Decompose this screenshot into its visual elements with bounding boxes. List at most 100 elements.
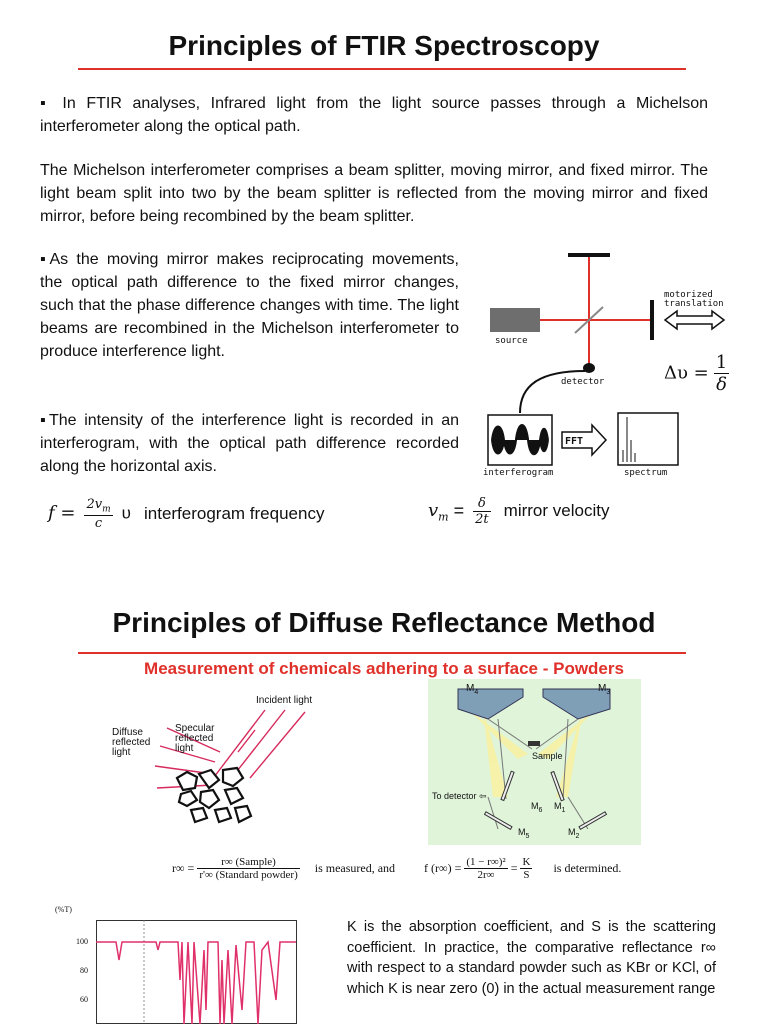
m2-label: M2 xyxy=(568,827,579,842)
detector-icon xyxy=(583,363,595,373)
motorized-label-line1: motorized xyxy=(664,290,713,300)
lhs-text: v xyxy=(428,500,439,522)
equation-mirror-velocity: vm = δ 2t mirror velocity xyxy=(428,496,609,527)
fraction-denominator: δ xyxy=(716,374,727,395)
diffuse-label-line: light xyxy=(112,747,131,758)
mirror-m5 xyxy=(483,811,513,831)
mirror-m2 xyxy=(578,811,608,831)
paragraph-moving-mirror: ▪As the moving mirror makes reciprocatin… xyxy=(40,248,459,363)
graph-tick-80: 80 xyxy=(80,966,88,975)
ks-numerator: K xyxy=(520,856,533,869)
equation-delta-v: Δυ = 1 δ xyxy=(664,352,730,395)
sample-label: Sample xyxy=(532,751,563,761)
ks-denominator: S xyxy=(523,869,530,881)
diffuse-ray xyxy=(166,727,221,753)
m1-text: M xyxy=(554,801,562,811)
specular-label-line: reflected xyxy=(175,733,214,744)
m2-text: M xyxy=(568,827,576,837)
m6-text: M xyxy=(531,801,539,811)
optics-drawing xyxy=(457,688,611,831)
mirror-m6 xyxy=(500,770,515,802)
paragraph-text: ▪ In FTIR analyses, Infrared light from … xyxy=(40,95,708,135)
motorized-label: motorized translation xyxy=(664,291,724,309)
powder-particle xyxy=(198,788,221,810)
page-title-diffuse: Principles of Diffuse Reflectance Method xyxy=(112,607,656,638)
r-inf-fraction: r∞ (Sample) r'∞ (Standard powder) xyxy=(197,856,300,881)
translation-arrow-icon xyxy=(663,309,726,331)
incident-light-label: Incident light xyxy=(256,695,313,706)
lhs-subscript: m xyxy=(438,510,449,524)
measured-text: is measured, and xyxy=(314,861,396,875)
beam-splitter xyxy=(574,306,604,334)
paragraph-text: The Michelson interferometer comprises a… xyxy=(40,162,708,225)
paragraph-michelson: The Michelson interferometer comprises a… xyxy=(40,159,708,228)
fraction-denominator: c xyxy=(94,515,103,531)
numerator-text: 2v xyxy=(86,497,103,512)
m6-label: M6 xyxy=(531,801,542,816)
equation-lhs: f = xyxy=(48,502,76,524)
fraction-numerator: 2vm xyxy=(84,497,113,516)
equation-lhs: vm xyxy=(428,500,449,524)
incident-ray xyxy=(207,709,266,786)
equation-upsilon: υ xyxy=(121,503,131,523)
light-beam xyxy=(483,709,508,797)
r-inf-numerator: r∞ (Sample) xyxy=(197,856,300,869)
page-title-ftir: Principles of FTIR Spectroscopy xyxy=(168,30,600,61)
m4-text: M xyxy=(466,683,475,694)
beam-line xyxy=(487,796,499,830)
m4-label: M4 xyxy=(466,684,478,698)
mirror-m4 xyxy=(457,688,524,720)
incident-ray xyxy=(249,711,306,779)
mirror-m1 xyxy=(550,770,565,802)
michelson-diagram: FFT xyxy=(487,253,726,466)
m5-text: M xyxy=(518,827,526,837)
equation-fraction: 1 δ xyxy=(713,352,730,395)
spectrum-trace xyxy=(96,940,296,1024)
detector-cable xyxy=(519,370,586,414)
specular-ray xyxy=(237,729,256,753)
ks-fraction: K S xyxy=(520,856,533,881)
equation-frequency: f = 2vm c υ interferogram frequency xyxy=(48,497,324,531)
fft-arrow-icon xyxy=(561,423,608,457)
diffuse-label-line: reflected xyxy=(112,737,151,748)
specular-label-line: Specular xyxy=(175,723,215,734)
fraction-denominator: 2t xyxy=(475,512,489,527)
ks-equals: = xyxy=(510,861,518,875)
diffuse-ray xyxy=(159,745,216,763)
beam-line xyxy=(562,718,569,800)
light-beam xyxy=(556,709,583,797)
title-underline xyxy=(78,68,686,70)
m5-label: M5 xyxy=(518,827,529,842)
motorized-label-line2: translation xyxy=(664,299,724,309)
source-label: source xyxy=(495,336,528,346)
m3-sub: 3 xyxy=(606,689,611,696)
equation-description: mirror velocity xyxy=(503,501,610,521)
m6-sub: 6 xyxy=(538,806,543,814)
paragraph-text: ▪As the moving mirror makes reciprocatin… xyxy=(40,251,459,360)
to-detector-label: To detector ⇦ xyxy=(432,791,487,801)
light-source xyxy=(490,308,540,332)
beam-line xyxy=(487,718,533,750)
detector-label: detector xyxy=(561,377,605,387)
powder-particle xyxy=(189,806,209,824)
powder-particle xyxy=(177,789,199,808)
beam-line xyxy=(497,718,507,800)
m4-sub: 4 xyxy=(474,689,479,696)
reflectance-formula: r∞ = r∞ (Sample) r'∞ (Standard powder) i… xyxy=(172,856,621,881)
spectrum-label: spectrum xyxy=(624,468,668,478)
paragraph-text: ▪The intensity of the interference light… xyxy=(40,412,459,475)
powder-particle xyxy=(197,768,221,790)
mirror-m3 xyxy=(542,688,611,720)
powder-particle xyxy=(175,770,199,792)
reflectance-spectrum-graph xyxy=(96,920,297,1024)
paragraph-interferogram: ▪The intensity of the interference light… xyxy=(40,409,459,478)
f-fraction: (1 − r∞)² 2r∞ xyxy=(464,856,508,881)
m1-label: M1 xyxy=(554,801,565,816)
graph-tick-60: 60 xyxy=(80,995,88,1004)
graph-tick-100: 100 xyxy=(76,937,88,946)
m1-sub: 1 xyxy=(561,806,566,814)
m3-text: M xyxy=(598,683,607,694)
diffuse-label: Diffuse reflected light xyxy=(112,728,150,758)
r-inf-lhs: r∞ = xyxy=(172,861,195,875)
paragraph-intro: ▪ In FTIR analyses, Infrared light from … xyxy=(40,92,708,138)
